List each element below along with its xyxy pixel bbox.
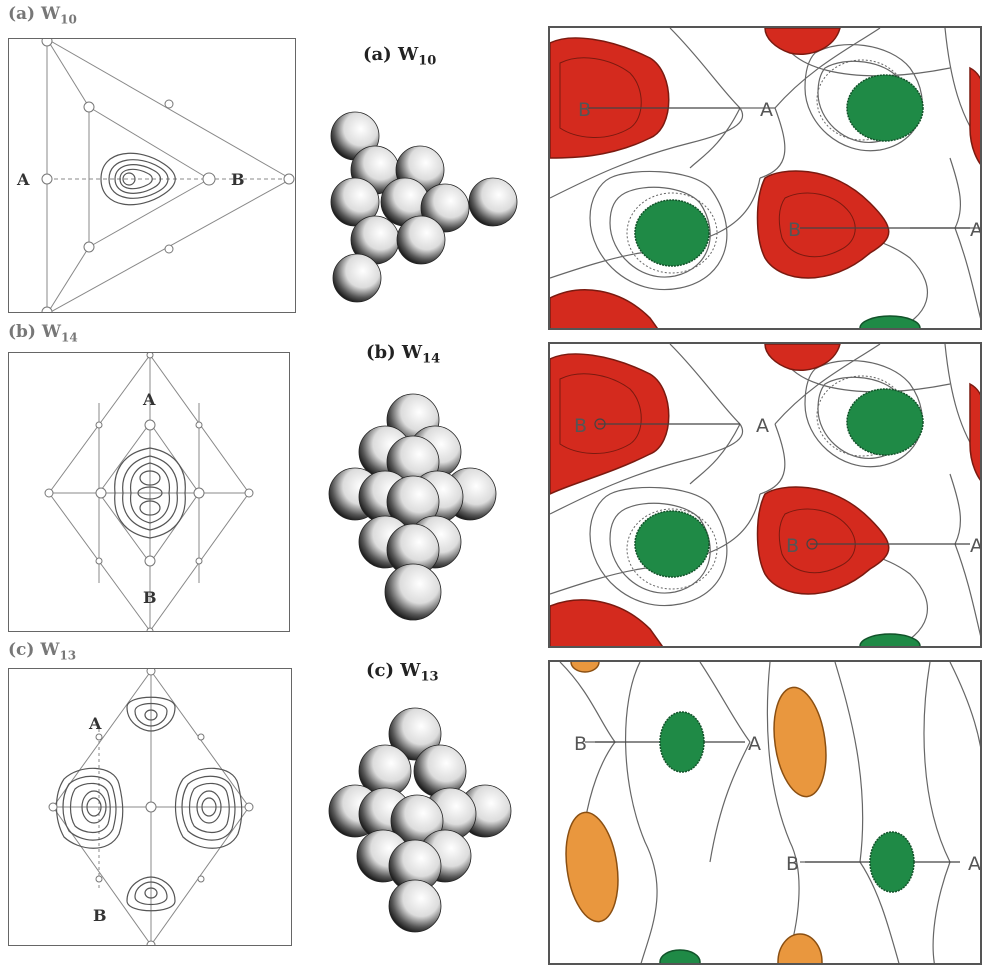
orbital-map-b: B A B A [548, 342, 982, 648]
right-b-label-2: B [786, 853, 799, 875]
point-b-label: B [231, 170, 245, 189]
cluster-b-spheres [325, 392, 505, 627]
contour-panel-c: A B [8, 668, 292, 946]
cluster-b-title: (b) W14 [366, 342, 441, 367]
right-b-label-2: B [786, 535, 799, 557]
point-a-label: A [88, 714, 102, 733]
right-a-label-2: A [970, 219, 982, 241]
right-a-label-2: A [970, 535, 982, 557]
cluster-c-spheres [325, 706, 515, 936]
right-a-label-1: A [756, 415, 769, 437]
panel-b-label: (b) W14 [8, 322, 78, 345]
point-a-label: A [142, 390, 156, 409]
point-b-label: B [143, 588, 157, 607]
contour-panel-a: A B [8, 38, 296, 313]
orbital-map-a: B A B A [548, 26, 982, 330]
right-b-label-2: B [788, 219, 801, 241]
right-b-label-1: B [574, 733, 587, 755]
right-a-label-1: A [760, 99, 773, 121]
right-b-label-1: B [574, 415, 587, 437]
panel-a-label: (a) W10 [8, 4, 77, 27]
point-b-label: B [93, 906, 107, 925]
panel-c-label: (c) W13 [8, 640, 77, 663]
right-a-label-2: A [968, 853, 981, 875]
point-a-label: A [16, 170, 30, 189]
right-a-label-1: A [748, 733, 761, 755]
cluster-a-title: (a) W10 [363, 44, 437, 69]
contour-panel-b: A B [8, 352, 290, 632]
cluster-a-spheres [325, 100, 525, 310]
orbital-map-c: B A B A [548, 660, 982, 965]
right-b-label-1: B [578, 99, 591, 121]
cluster-c-title: (c) W13 [366, 660, 439, 685]
